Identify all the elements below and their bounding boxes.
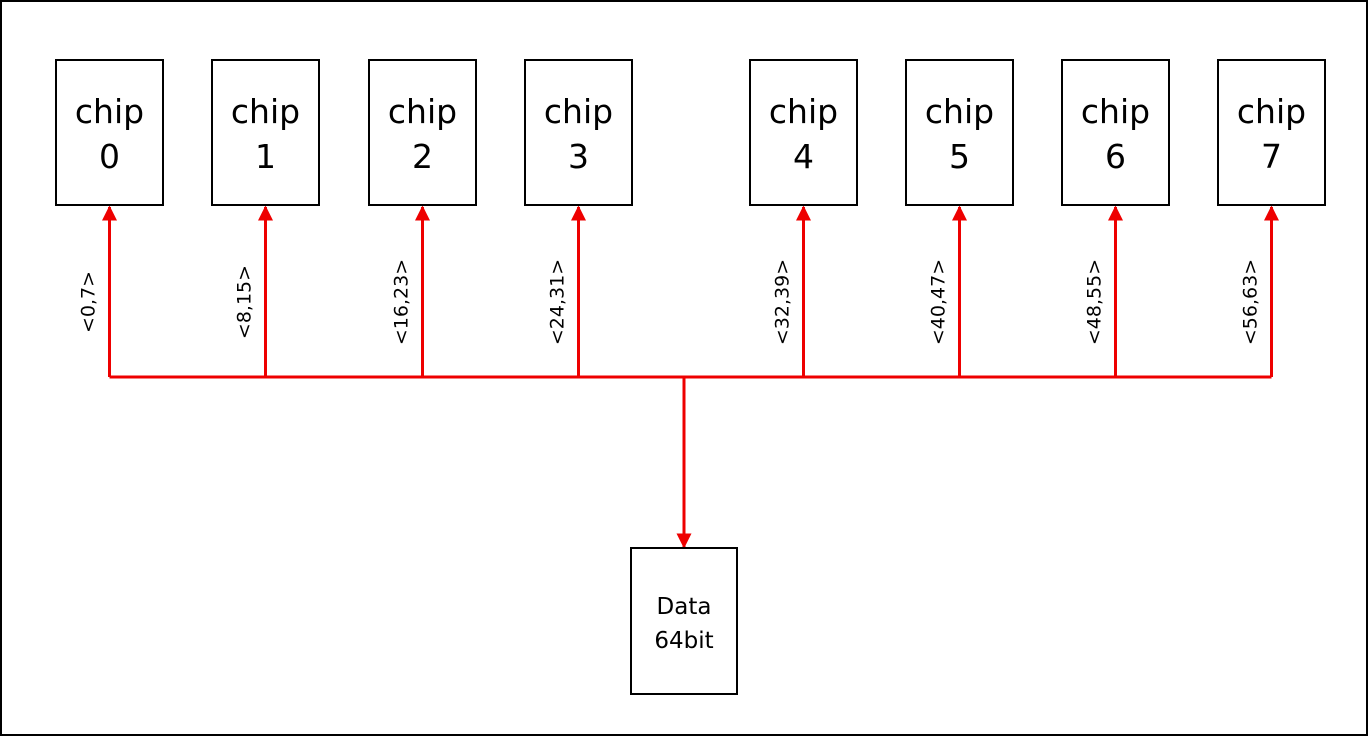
- chip-label-line2: 7: [1261, 137, 1282, 176]
- bit-range-label-7: <56,63>: [1240, 259, 1262, 345]
- chip-label-line2: 1: [255, 137, 276, 176]
- chip-box: [524, 59, 633, 206]
- bit-range-label-4: <32,39>: [772, 259, 794, 345]
- chip-box: [905, 59, 1014, 206]
- chip-label-line2: 5: [949, 137, 970, 176]
- chips: chip 0 chip 1 chip 2 chip 3 chip 4 chip 5 chip 6 chip 7: [55, 59, 1326, 206]
- chip-label-line2: 3: [568, 137, 589, 176]
- bit-range-label-5: <40,47>: [928, 259, 950, 345]
- bit-range-label-1: <8,15>: [234, 265, 256, 339]
- chip-box: [211, 59, 320, 206]
- bit-range-label-0: <0,7>: [78, 271, 100, 333]
- data-box: [630, 547, 738, 695]
- chip-box: [55, 59, 164, 206]
- chip-label-line1: chip: [1081, 92, 1150, 131]
- chip-2: chip 2: [368, 59, 477, 206]
- chip-box: [1217, 59, 1326, 206]
- chip-label-line2: 4: [793, 137, 814, 176]
- bit-range-label-6: <48,55>: [1084, 259, 1106, 345]
- chip-label-line1: chip: [75, 92, 144, 131]
- chip-3: chip 3: [524, 59, 633, 206]
- chip-label-line1: chip: [231, 92, 300, 131]
- chip-label-line1: chip: [769, 92, 838, 131]
- chip-label-line1: chip: [388, 92, 457, 131]
- bit-range-label-2: <16,23>: [391, 259, 413, 345]
- chip-label-line1: chip: [1237, 92, 1306, 131]
- bit-range-label-3: <24,31>: [547, 259, 569, 345]
- data-block: Data 64bit: [630, 547, 738, 695]
- chip-4: chip 4: [749, 59, 858, 206]
- chip-box: [368, 59, 477, 206]
- chip-7: chip 7: [1217, 59, 1326, 206]
- bus-labels: <0,7> <8,15> <16,23> <24,31> <32,39> <40,47> <…: [78, 259, 1262, 345]
- chip-1: chip 1: [211, 59, 320, 206]
- chip-label-line1: chip: [544, 92, 613, 131]
- bus-lines: [102, 205, 1279, 549]
- chip-box: [749, 59, 858, 206]
- data-label-line2: 64bit: [654, 628, 713, 654]
- chip-0: chip 0: [55, 59, 164, 206]
- chip-label-line2: 2: [412, 137, 433, 176]
- chip-5: chip 5: [905, 59, 1014, 206]
- data-label-line1: Data: [657, 594, 712, 620]
- chip-label-line2: 6: [1105, 137, 1126, 176]
- chip-box: [1061, 59, 1170, 206]
- chip-label-line2: 0: [99, 137, 120, 176]
- chip-label-line1: chip: [925, 92, 994, 131]
- chip-6: chip 6: [1061, 59, 1170, 206]
